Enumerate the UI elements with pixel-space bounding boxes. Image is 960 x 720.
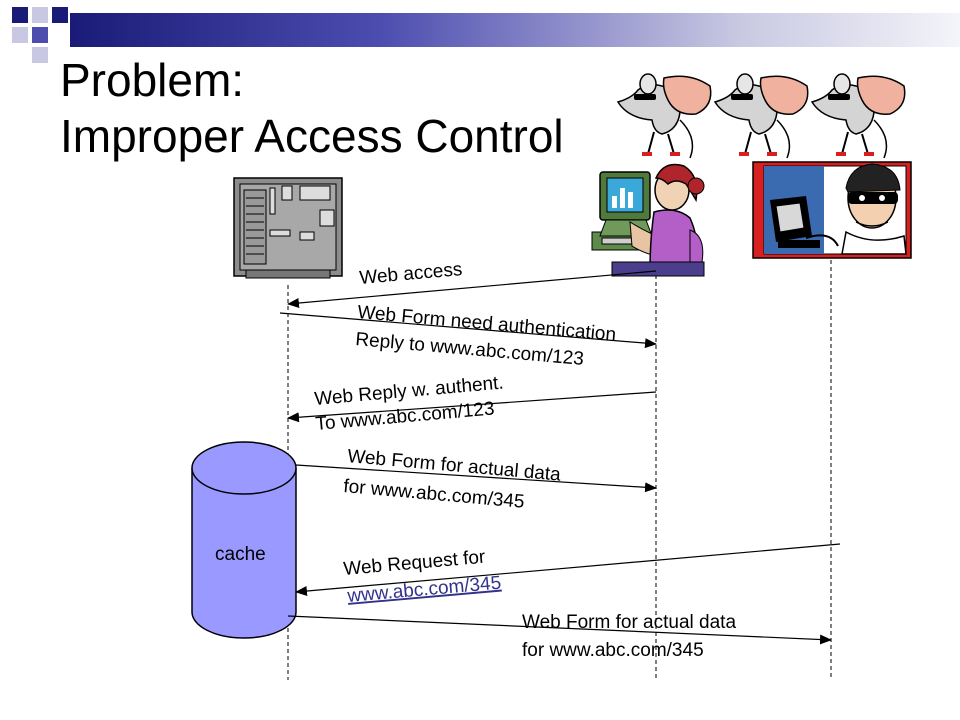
title-bar-gradient bbox=[70, 13, 960, 47]
database-cylinder-icon bbox=[191, 441, 297, 639]
rat-burglar-icon bbox=[616, 73, 712, 159]
label-auth-form-prefix: Reply to bbox=[355, 329, 432, 356]
label-web-access: Web access bbox=[359, 259, 464, 289]
title-line-1: Problem: bbox=[60, 54, 245, 106]
arrow-web-access bbox=[287, 270, 657, 308]
decor-square-1 bbox=[12, 7, 28, 23]
masked-hacker-icon bbox=[752, 161, 912, 259]
link-data-form[interactable]: www.abc.com/345 bbox=[369, 478, 525, 512]
decor-square-4 bbox=[12, 27, 28, 43]
rat-burglar-icon bbox=[810, 73, 906, 159]
label-auth-reply-prefix: To bbox=[315, 412, 342, 435]
label-data-form-prefix: for bbox=[343, 476, 372, 499]
decor-square-6 bbox=[32, 47, 48, 63]
decor-square-3 bbox=[52, 7, 68, 23]
decor-square-2 bbox=[32, 7, 48, 23]
server-icon bbox=[233, 177, 343, 279]
cache-label: cache bbox=[215, 544, 266, 565]
slide-title: Problem: Improper Access Control bbox=[60, 52, 680, 164]
arrow-auth-reply bbox=[287, 391, 657, 423]
arrow-data-form bbox=[295, 464, 657, 493]
arrow-leak bbox=[287, 615, 832, 645]
link-leak[interactable]: www.abc.com/345 bbox=[548, 640, 703, 661]
label-leak-prefix: for bbox=[522, 640, 549, 661]
label-data-form-line2: for www.abc.com/345 bbox=[343, 476, 526, 513]
label-leak-line2: for www.abc.com/345 bbox=[522, 640, 704, 661]
rat-burglar-icon bbox=[713, 73, 809, 159]
arrow-auth-form bbox=[279, 312, 657, 349]
arrow-attack-request bbox=[295, 543, 841, 597]
woman-at-computer-icon bbox=[591, 163, 705, 277]
label-leak-line1: Web Form for actual data bbox=[522, 612, 736, 633]
title-line-2: Improper Access Control bbox=[60, 110, 564, 162]
decor-square-5 bbox=[32, 27, 48, 43]
